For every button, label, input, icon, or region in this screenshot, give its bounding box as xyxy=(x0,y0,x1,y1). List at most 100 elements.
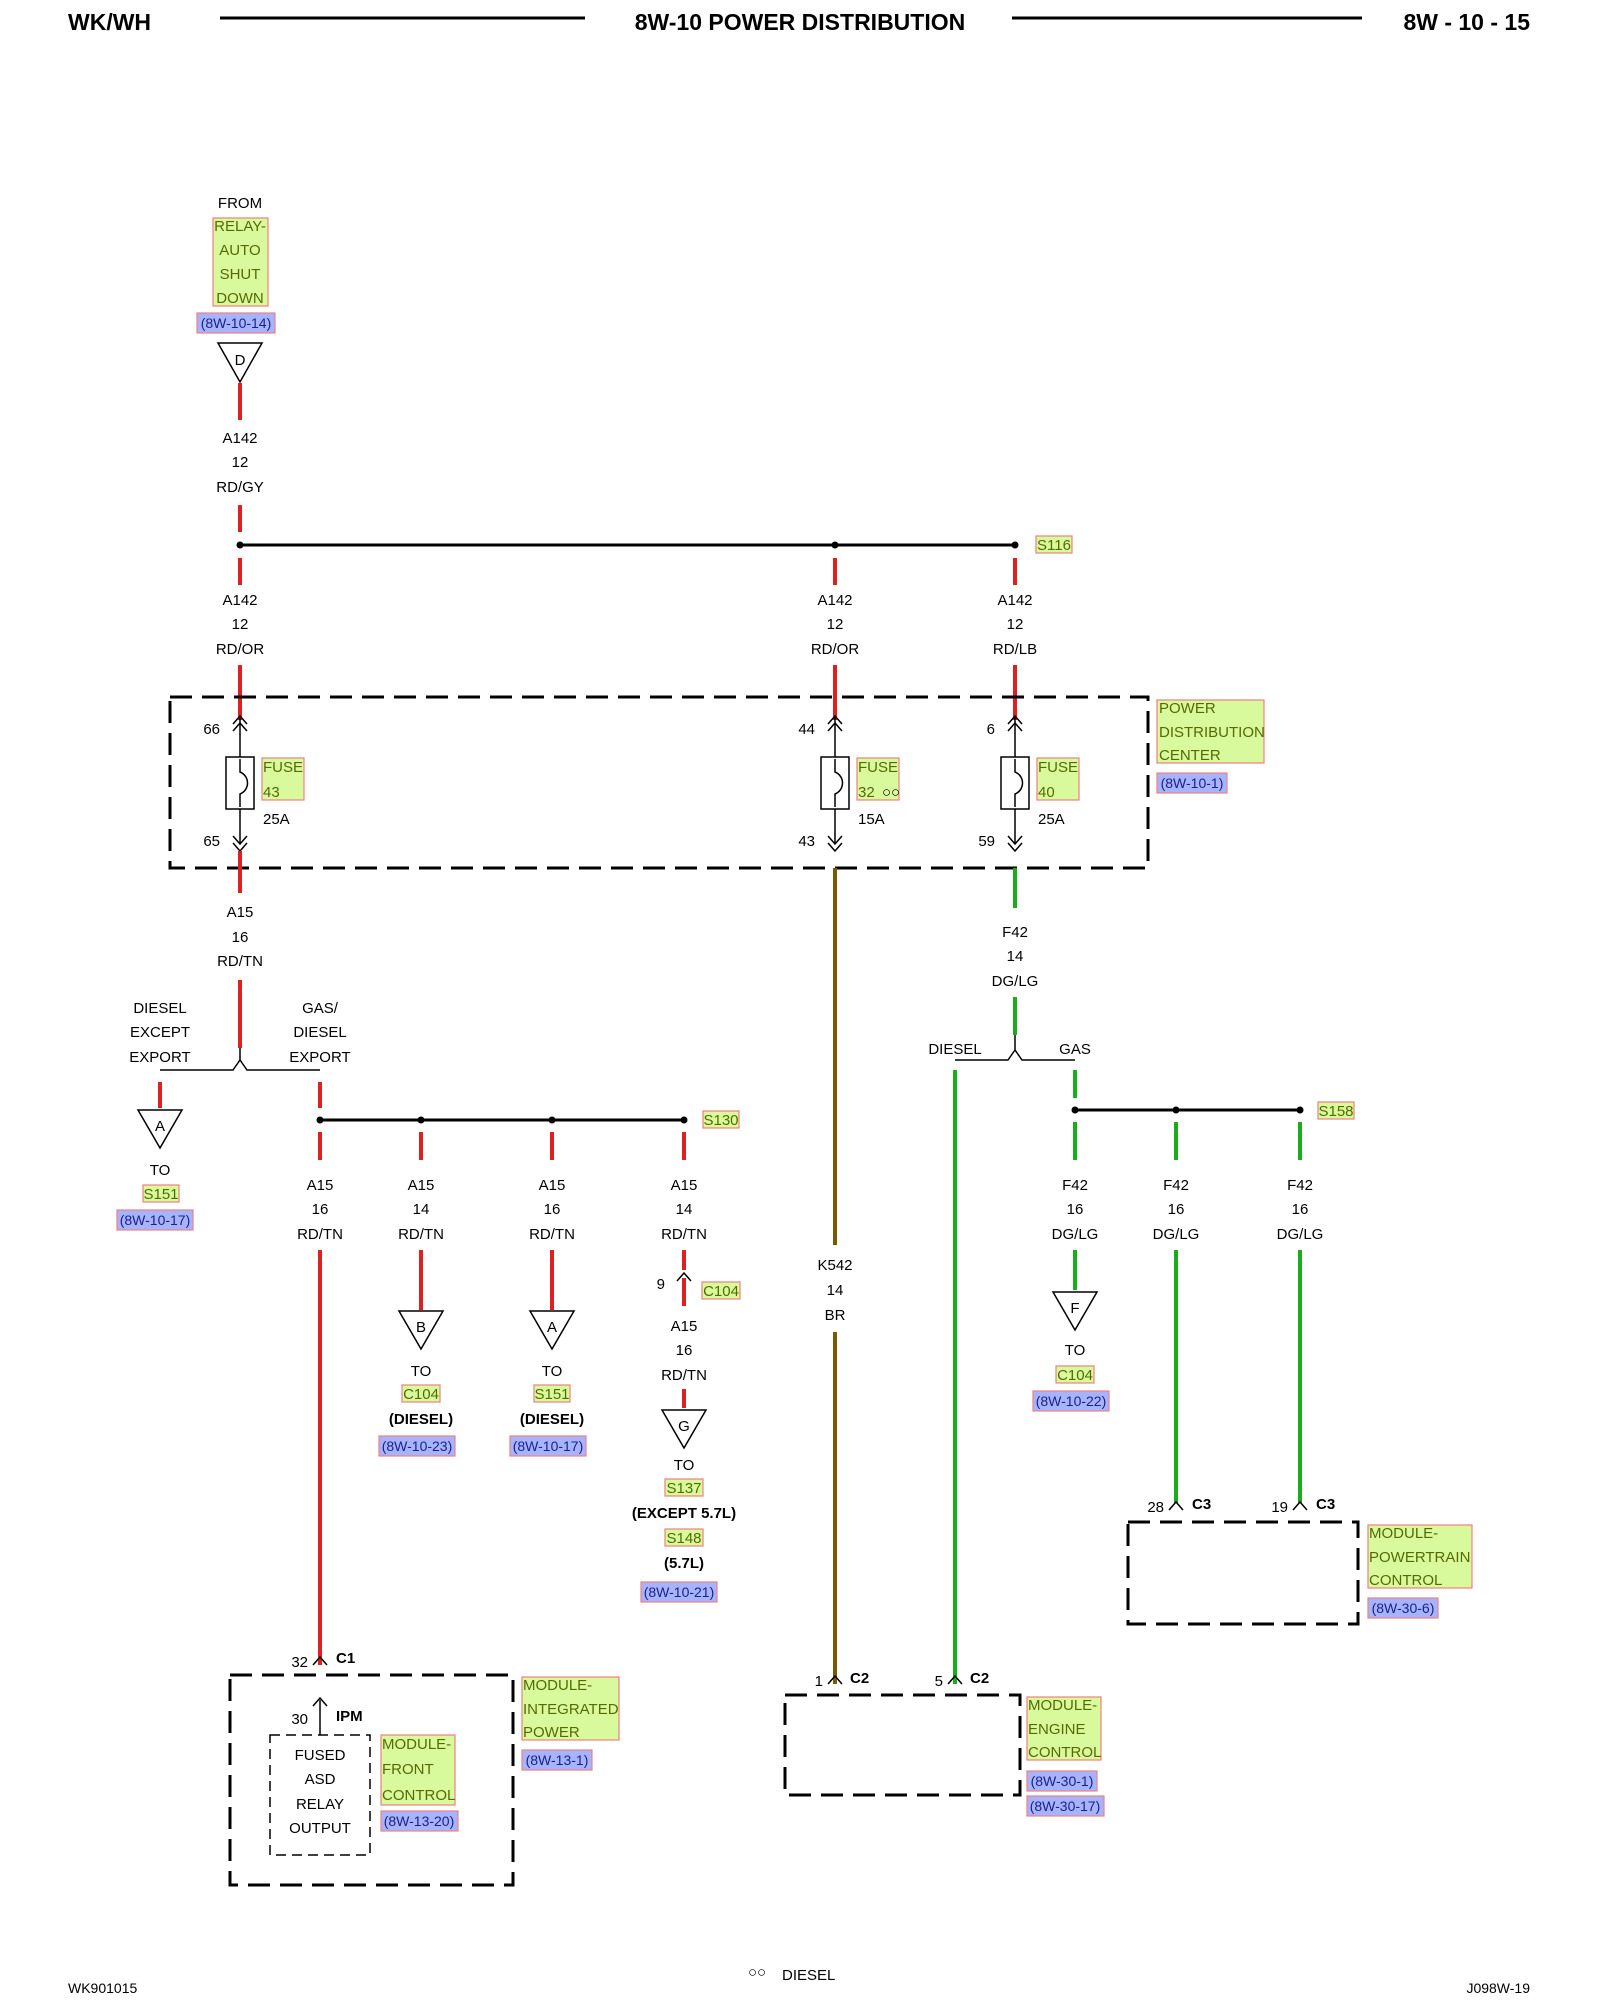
splice-s158-label: S158 xyxy=(1318,1103,1353,1120)
offpage-a-ref-box[interactable] xyxy=(116,1209,194,1231)
svg-text:EXPORT: EXPORT xyxy=(289,1049,350,1066)
svg-text:A15: A15 xyxy=(671,1177,698,1194)
offpage-f-ref[interactable]: (8W-10-22) xyxy=(1036,1393,1107,1409)
svg-text:RD/OR: RD/OR xyxy=(216,641,265,658)
fuse-43-rating: 25A xyxy=(263,811,290,828)
pcm-conn1: C3 xyxy=(1192,1496,1211,1513)
offpage-g-ref-box[interactable] xyxy=(640,1581,718,1603)
svg-text:16: 16 xyxy=(1292,1201,1309,1218)
offpage-a-ref[interactable]: (8W-10-17) xyxy=(120,1212,191,1228)
ecm-ref1[interactable]: (8W-30-1) xyxy=(1031,1773,1094,1789)
c104-inline-pin: 9 xyxy=(657,1276,665,1293)
ecm-conn2: C2 xyxy=(970,1670,989,1687)
fcm-ref-box[interactable] xyxy=(380,1810,459,1832)
pcm-c3-connector-1 xyxy=(1168,1500,1184,1511)
offpage-g-note: (EXCEPT 5.7L) xyxy=(632,1505,736,1522)
svg-text:16: 16 xyxy=(676,1342,693,1359)
pcm-title-2: POWERTRAIN xyxy=(1369,1549,1470,1566)
ipm-inner-connector xyxy=(312,1696,328,1707)
offpage-a2-to: TO xyxy=(542,1363,563,1380)
ipm-output-2: ASD xyxy=(305,1771,336,1788)
pcm-pin2: 19 xyxy=(1271,1499,1288,1516)
ipm-pin: 32 xyxy=(291,1654,308,1671)
pdc-title-3: CENTER xyxy=(1159,747,1221,764)
relay-ref-box[interactable] xyxy=(196,312,276,334)
offpage-g-dest: S137 xyxy=(666,1480,701,1497)
ecm-c2-connector-2 xyxy=(947,1674,963,1685)
svg-text:RD/TN: RD/TN xyxy=(217,953,263,970)
ipm-title-2: INTEGRATED xyxy=(523,1701,619,1718)
pdc-ref-box[interactable] xyxy=(1156,772,1228,794)
pdc-ref[interactable]: (8W-10-1) xyxy=(1161,775,1224,791)
from-label: FROM xyxy=(218,195,262,212)
svg-text:14: 14 xyxy=(413,1201,430,1218)
pdc-title-highlight xyxy=(1156,699,1265,764)
svg-text:RD/OR: RD/OR xyxy=(811,641,860,658)
connector-b-triangle xyxy=(397,1310,445,1351)
ipm-title-1: MODULE- xyxy=(523,1677,592,1694)
ipm-c1-connector xyxy=(312,1655,328,1666)
ipm-box xyxy=(228,1673,515,1887)
svg-text:16: 16 xyxy=(312,1201,329,1218)
svg-text:12: 12 xyxy=(1007,616,1024,633)
offpage-f-conn: F xyxy=(1070,1300,1079,1317)
relay-ref[interactable]: (8W-10-14) xyxy=(201,315,272,331)
fuse-32-label: FUSE xyxy=(858,759,898,776)
svg-text:16: 16 xyxy=(1168,1201,1185,1218)
svg-text:F42: F42 xyxy=(1163,1177,1189,1194)
svg-text:A142: A142 xyxy=(222,592,257,609)
ipm-ref-box[interactable] xyxy=(521,1749,593,1771)
pcm-pin1: 28 xyxy=(1147,1499,1164,1516)
pcm-ref[interactable]: (8W-30-6) xyxy=(1372,1600,1435,1616)
connector-a2-triangle xyxy=(528,1310,576,1351)
svg-text:16: 16 xyxy=(232,929,249,946)
svg-text:RD/TN: RD/TN xyxy=(529,1226,575,1243)
wire-a15-b4-after-label: A15 16 RD/TN xyxy=(661,1318,707,1384)
offpage-g-ref[interactable]: (8W-10-21) xyxy=(644,1584,715,1600)
wire-a15-main-label: A15 16 RD/TN xyxy=(217,904,263,970)
svg-text:16: 16 xyxy=(1067,1201,1084,1218)
splice-s116-label: S116 xyxy=(1037,537,1071,554)
fcm-ref[interactable]: (8W-13-20) xyxy=(384,1813,455,1829)
ecm-ref2-box[interactable] xyxy=(1026,1795,1105,1817)
offpage-b-ref-box[interactable] xyxy=(378,1435,456,1457)
svg-text:A15: A15 xyxy=(307,1177,334,1194)
offpage-a2-ref[interactable]: (8W-10-17) xyxy=(513,1438,584,1454)
source-relay: FROM RELAY- AUTO SHUT DOWN (8W-10-14) D xyxy=(196,195,276,384)
offpage-f-ref-box[interactable] xyxy=(1032,1390,1110,1412)
offpage-a-to: TO xyxy=(150,1162,171,1179)
svg-text:A142: A142 xyxy=(997,592,1032,609)
svg-text:12: 12 xyxy=(232,454,249,471)
ipm-output-3: RELAY xyxy=(296,1796,344,1813)
ipm-ref[interactable]: (8W-13-1) xyxy=(526,1752,589,1768)
c104-inline-connector xyxy=(676,1271,692,1282)
svg-text:EXPORT: EXPORT xyxy=(129,1049,190,1066)
offpage-f-dest: C104 xyxy=(1057,1367,1093,1384)
svg-text:12: 12 xyxy=(232,616,249,633)
fuse-32-diesel-symbol: ○○ xyxy=(882,784,900,801)
wire-f42-main-label: F42 14 DG/LG xyxy=(992,924,1039,990)
offpage-b-to: TO xyxy=(411,1363,432,1380)
ecm-ref1-box[interactable] xyxy=(1026,1770,1098,1792)
svg-text:DG/LG: DG/LG xyxy=(992,973,1039,990)
offpage-g-conn: G xyxy=(678,1418,690,1435)
offpage-a2-ref-box[interactable] xyxy=(509,1435,587,1457)
fuse-43-label: FUSE xyxy=(263,759,303,776)
connector-a-triangle xyxy=(136,1109,184,1150)
fuse-43-pin-out: 65 xyxy=(203,833,220,850)
pcm-conn2: C3 xyxy=(1316,1496,1335,1513)
svg-text:A15: A15 xyxy=(408,1177,435,1194)
footer-legend-symbol: ○○ xyxy=(748,1964,766,1981)
offpage-a-dest: S151 xyxy=(143,1186,178,1203)
pcm-ref-box[interactable] xyxy=(1367,1597,1439,1619)
connector-g-triangle xyxy=(660,1409,708,1450)
ipm-conn: C1 xyxy=(336,1650,355,1667)
pcm-c3-connector-2 xyxy=(1292,1500,1308,1511)
svg-text:DG/LG: DG/LG xyxy=(1153,1226,1200,1243)
svg-text:A15: A15 xyxy=(671,1318,698,1335)
fuse-43-pin-in: 66 xyxy=(203,721,220,738)
offpage-f-to: TO xyxy=(1065,1342,1086,1359)
ecm-ref2[interactable]: (8W-30-17) xyxy=(1030,1798,1101,1814)
offpage-b-ref[interactable]: (8W-10-23) xyxy=(382,1438,453,1454)
